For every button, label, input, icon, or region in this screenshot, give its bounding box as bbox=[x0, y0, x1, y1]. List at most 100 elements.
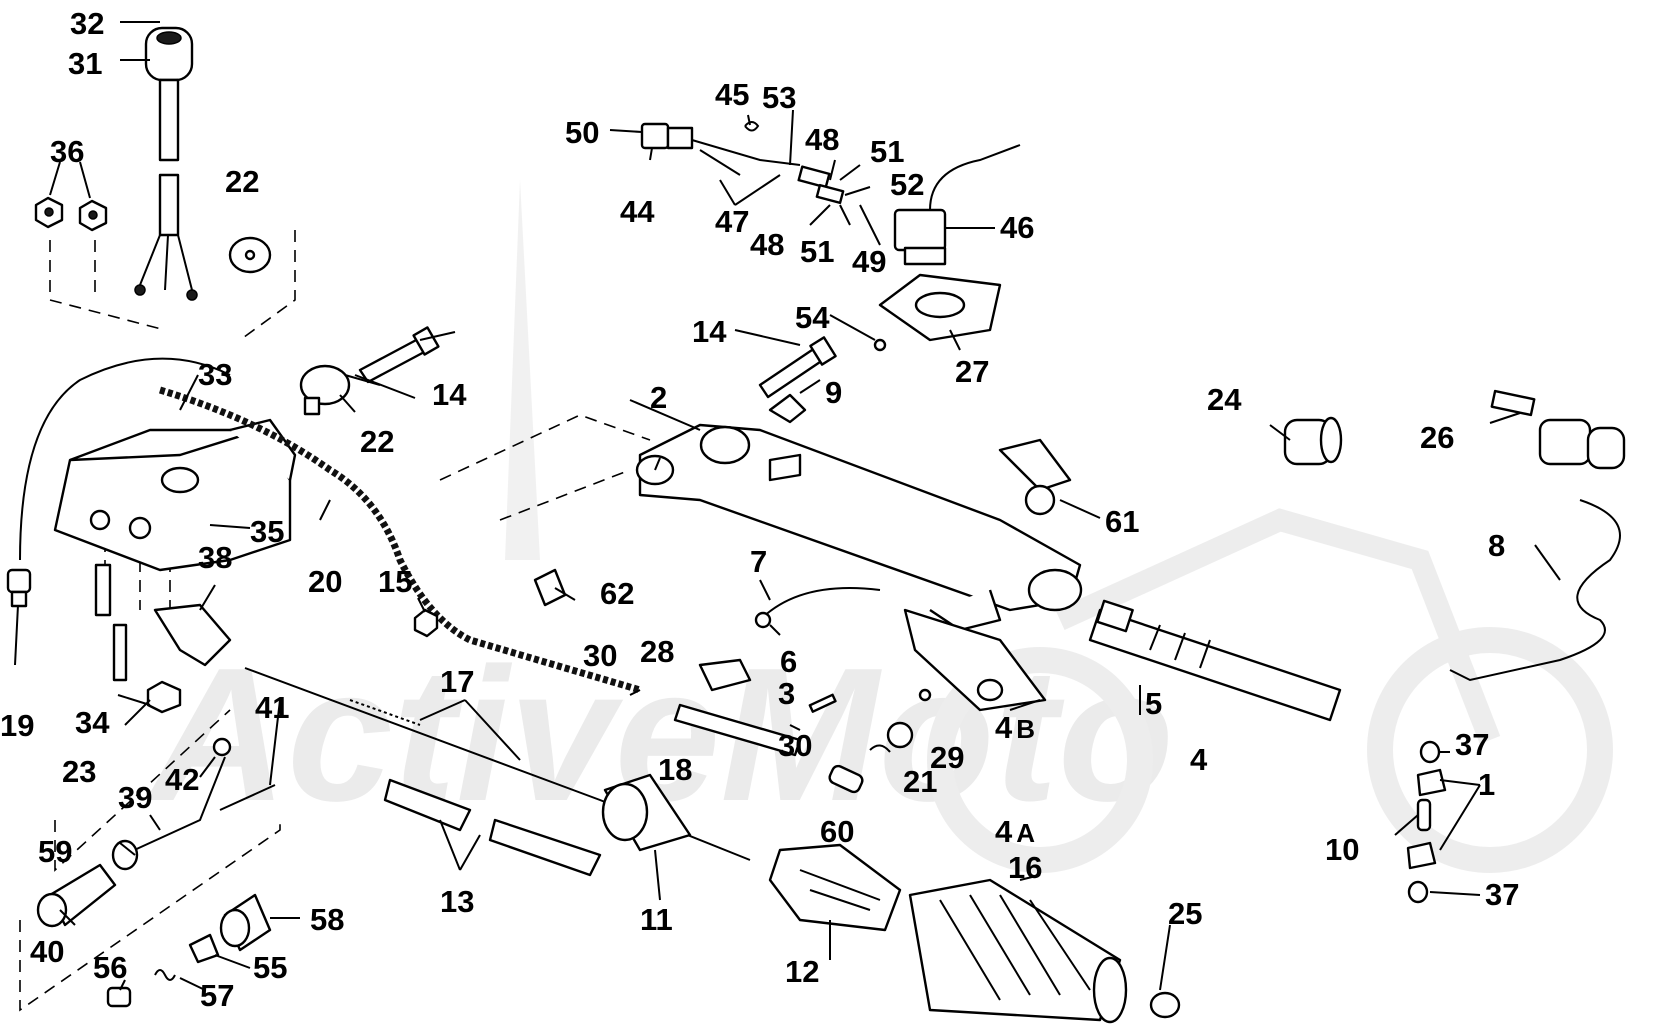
part-36-nuts bbox=[34, 196, 108, 232]
callout-44: 44 bbox=[620, 194, 655, 229]
callout-4: 4 bbox=[1190, 742, 1208, 777]
callout-38: 38 bbox=[198, 540, 232, 575]
callout-11: 11 bbox=[640, 902, 673, 937]
callout-15: 15 bbox=[378, 564, 412, 599]
part-9-clip bbox=[768, 393, 807, 424]
part-7-terminal bbox=[754, 611, 772, 629]
part-6-wire bbox=[759, 587, 881, 621]
part-60-link bbox=[828, 764, 864, 794]
callout-18: 18 bbox=[658, 752, 692, 787]
part-31-key-switch bbox=[134, 26, 198, 301]
part-39-wires bbox=[129, 756, 226, 853]
callout-24: 24 bbox=[1207, 382, 1242, 417]
callout-12: 12 bbox=[785, 954, 819, 989]
callout-27: 27 bbox=[955, 354, 989, 389]
callout-56: 56 bbox=[93, 950, 127, 985]
part-35-bracket bbox=[53, 418, 297, 572]
part-14-bolts bbox=[358, 326, 837, 399]
callout-41: 41 bbox=[255, 690, 289, 725]
callout-29: 29 bbox=[930, 740, 964, 775]
part-44-connector bbox=[640, 122, 801, 176]
callout-7: 7 bbox=[750, 544, 767, 579]
part-19-terminal bbox=[6, 568, 32, 608]
part-22-washer bbox=[228, 236, 351, 416]
part-2-tiller-arm bbox=[635, 423, 1083, 632]
part-29-washer bbox=[886, 721, 914, 749]
callout-45: 45 bbox=[715, 77, 749, 112]
part-54-screw bbox=[873, 338, 887, 352]
part-46-relay bbox=[893, 144, 1021, 266]
part-18-rod bbox=[673, 703, 802, 757]
part-4b-screw bbox=[918, 688, 932, 702]
part-28-clamp bbox=[698, 658, 752, 692]
callout-20: 20 bbox=[308, 564, 342, 599]
callout-23: 23 bbox=[62, 754, 96, 789]
assembly-guide-lines bbox=[19, 230, 651, 1012]
leader-lines bbox=[14, 21, 1561, 991]
part-21-clip bbox=[869, 744, 891, 753]
callout-55: 55 bbox=[253, 950, 287, 985]
part-20-cable bbox=[158, 386, 641, 694]
part-26-stop-switch bbox=[1490, 389, 1626, 470]
part-57-spring bbox=[154, 969, 176, 981]
part-45-ring bbox=[744, 121, 760, 132]
callout-39: 39 bbox=[118, 780, 152, 815]
callout-35: 35 bbox=[250, 514, 284, 549]
callout-54: 54 bbox=[795, 300, 830, 335]
callout-34: 34 bbox=[75, 705, 110, 740]
part-12-grip bbox=[768, 843, 902, 932]
part-27-cover bbox=[878, 273, 1002, 342]
callout-42: 42 bbox=[165, 762, 199, 797]
callout-30a: 30 bbox=[583, 638, 617, 673]
part-3-pin bbox=[808, 693, 837, 713]
callout-46: 46 bbox=[1000, 210, 1034, 245]
callout-2: 2 bbox=[650, 380, 667, 415]
part-15-nut bbox=[413, 608, 439, 638]
part-34-screws bbox=[94, 563, 128, 682]
callout-58: 58 bbox=[310, 902, 344, 937]
callout-50: 50 bbox=[565, 115, 599, 150]
part-16-grip bbox=[908, 878, 1128, 1024]
callout-57: 57 bbox=[200, 978, 234, 1013]
part-55-plug bbox=[188, 933, 220, 964]
part-24-bushing bbox=[1283, 416, 1343, 466]
callout-49: 49 bbox=[852, 244, 886, 279]
part-5-bracket bbox=[903, 608, 1047, 712]
part-1-bushing-upper bbox=[1416, 768, 1447, 797]
callout-31: 31 bbox=[68, 46, 102, 81]
callout-22b: 22 bbox=[360, 424, 394, 459]
callout-32: 32 bbox=[70, 6, 104, 41]
callout-8: 8 bbox=[1488, 528, 1505, 563]
part-56-screw bbox=[106, 986, 132, 1008]
callout-6: 6 bbox=[780, 644, 797, 679]
callout-3: 3 bbox=[778, 676, 795, 711]
part-11-cylinder bbox=[601, 773, 692, 852]
part-62-clip bbox=[533, 568, 567, 607]
part-37-nut-upper bbox=[1419, 740, 1441, 764]
part-52-wires bbox=[797, 165, 845, 205]
callout-26: 26 bbox=[1420, 420, 1454, 455]
part-58-bushing bbox=[219, 893, 272, 952]
callout-37a: 37 bbox=[1455, 727, 1489, 762]
callout-62: 62 bbox=[600, 576, 634, 611]
callout-25: 25 bbox=[1168, 896, 1202, 931]
callout-22a: 22 bbox=[225, 164, 259, 199]
part-61-switch bbox=[998, 438, 1072, 516]
callout-30b: 30 bbox=[778, 728, 812, 763]
callout-52: 52 bbox=[890, 167, 924, 202]
callout-40: 40 bbox=[30, 934, 64, 969]
callout-16: 16 bbox=[1008, 850, 1042, 885]
part-40-connector bbox=[36, 863, 117, 928]
part-41-wire bbox=[219, 784, 276, 811]
callout-61: 61 bbox=[1105, 504, 1139, 539]
part-10-pin bbox=[1416, 798, 1432, 832]
callout-60: 60 bbox=[820, 814, 854, 849]
callout-5: 5 bbox=[1145, 686, 1162, 721]
callout-51a: 51 bbox=[870, 134, 904, 169]
part-25-cap bbox=[1149, 991, 1181, 1019]
callout-14b: 14 bbox=[692, 314, 727, 349]
callout-28: 28 bbox=[640, 634, 674, 669]
